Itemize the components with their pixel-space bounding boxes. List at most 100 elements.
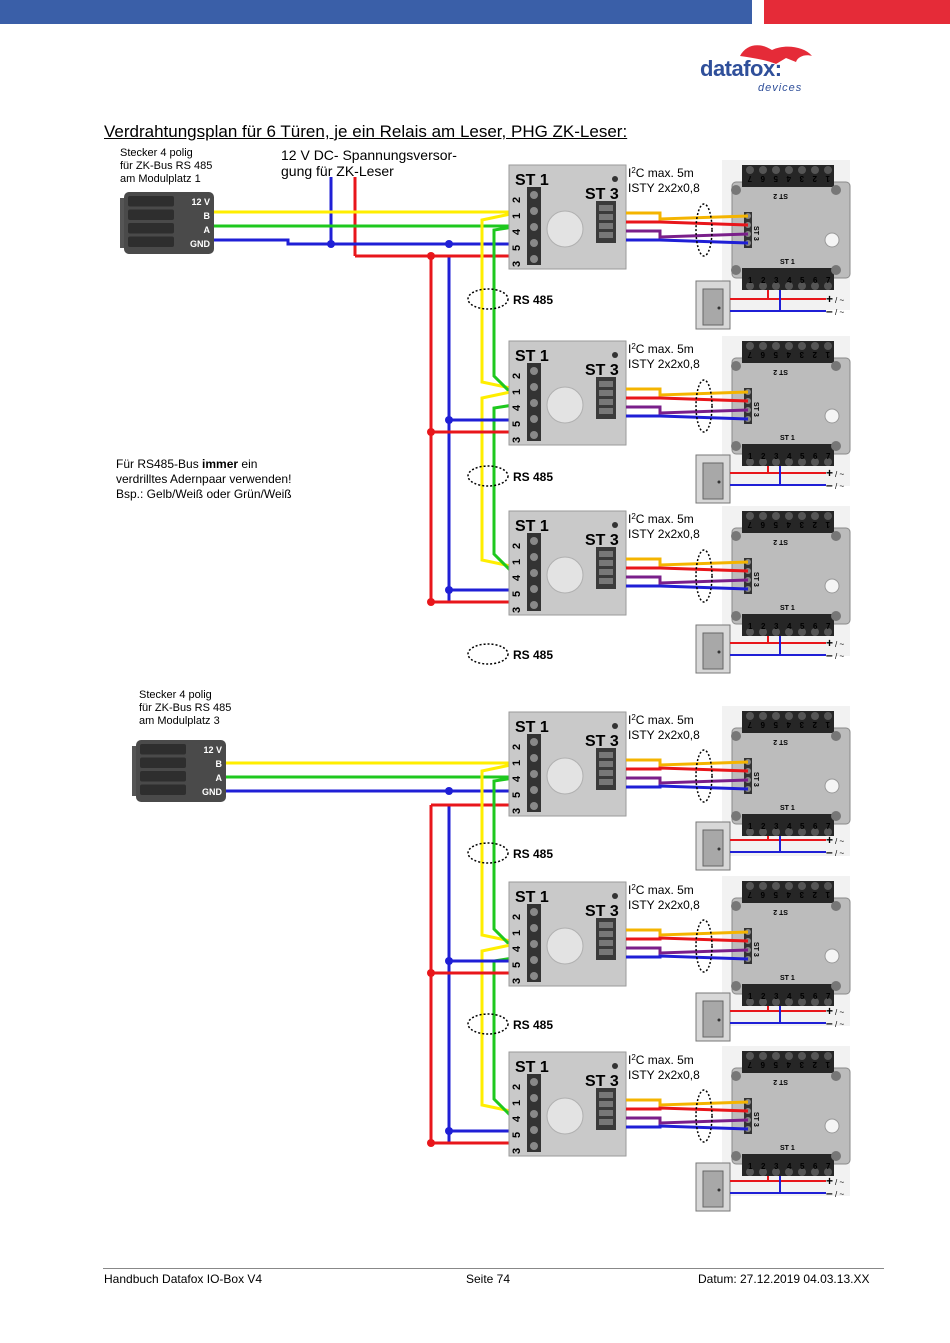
relay-module-1-pin-label: 2: [511, 197, 523, 203]
power-plus-1: +: [826, 292, 833, 306]
zk-reader-6-st3-block: [744, 1098, 752, 1134]
zk-reader-5-top-pin: 3: [799, 890, 804, 899]
relay-module-3-st3-terminal: [599, 578, 613, 584]
zk-reader-2-bottom-pin: 4: [787, 452, 792, 461]
zk-reader-5-bottom-pin: 5: [800, 992, 805, 1001]
zk-reader-4-top-pin: 6: [760, 720, 765, 729]
zk-reader-2-st3-label: ST 3: [752, 402, 759, 417]
zk-reader-3-screw: [731, 611, 741, 621]
zk-reader-2-bottom-pin: 2: [761, 452, 766, 461]
zk-reader-2-screw: [831, 361, 841, 371]
zk-reader-6-bottom-terminal: [772, 1168, 780, 1176]
zk-reader-2-top-terminal: [759, 342, 767, 350]
zk-reader-5-bottom-pin: 6: [813, 992, 818, 1001]
zk-reader-1-top-pin: 4: [786, 174, 791, 183]
zk-reader-6-bottom-pin: 6: [813, 1162, 818, 1171]
relay-module-5-st3-terminal: [599, 949, 613, 955]
relay-module-1-st1-label: ST 1: [515, 172, 549, 189]
zk-reader-2-top-pin: 6: [760, 350, 765, 359]
relay-module-1-st1-terminal: [530, 223, 538, 231]
zk-reader-5-top-pin: 2: [812, 890, 817, 899]
zk-reader-6-top-pin: 6: [760, 1060, 765, 1069]
relay-module-6-pin-label: 3: [511, 1148, 523, 1154]
rs485-twist-marker: [467, 288, 509, 310]
zk-reader-4-bottom-terminal: [759, 828, 767, 836]
module-5-tap-blue-dot: [445, 957, 453, 965]
zk-reader-3-hole: [824, 578, 840, 594]
zk-reader-5-top-pin: 5: [773, 890, 778, 899]
connector-modulplatz-1-pin-label: B: [204, 211, 211, 221]
door-2-panel: [702, 462, 724, 500]
relay-module-6-st1-terminal: [530, 1142, 538, 1150]
connector-modulplatz-3-cell: [140, 784, 186, 795]
page-title: Verdrahtungsplan für 6 Türen, je ein Rel…: [104, 122, 628, 141]
zk-reader-3-bottom-pin: 1: [748, 622, 753, 631]
zk-reader-2-hole: [824, 408, 840, 424]
zk-reader-3-bottom-terminal: [824, 628, 832, 636]
i2c-wire-4: [626, 758, 749, 767]
zk-reader-3-st2-label: ST 2: [773, 538, 788, 545]
power-minus-5: –: [826, 1016, 833, 1030]
zk-reader-3-top-terminal: [772, 512, 780, 520]
relay-module-5-pin-label: 5: [511, 962, 523, 968]
relay-module-5-st3-label: ST 3: [585, 903, 619, 920]
relay-module-5-st1-terminal: [530, 940, 538, 948]
logo-text: datafox:: [700, 56, 782, 81]
zk-reader-5-bottom-terminal: [811, 998, 819, 1006]
footer-left: Handbuch Datafox IO-Box V4: [104, 1272, 263, 1286]
zk-reader-3-top-pin: 2: [812, 520, 817, 529]
zk-reader-5-top-pin: 6: [760, 890, 765, 899]
rs485-label: RS 485: [513, 847, 553, 861]
relay-module-3-led: [612, 522, 618, 528]
zk-reader-3-top-pin: 3: [799, 520, 804, 529]
relay-module-5-knob: [546, 927, 584, 965]
relay-module-6-st1-terminal: [530, 1078, 538, 1086]
zk-reader-5-top-terminal: [772, 882, 780, 890]
zk-reader-2-top-terminal: [746, 342, 754, 350]
door-2-handle: [717, 480, 721, 484]
zk-reader-4-top-pin: 1: [825, 720, 830, 729]
zk-reader-3-top-pin: 6: [760, 520, 765, 529]
zk-reader-2-top-terminal: [772, 342, 780, 350]
relay-module-3-st1-terminal: [530, 569, 538, 577]
zk-reader-4-top-terminal: [824, 712, 832, 720]
i2c-wire-6: [626, 1106, 749, 1113]
i2c-wire-1: [626, 220, 749, 227]
relay-module-1-st3-terminal: [599, 232, 613, 238]
zk-reader-3-bottom-terminal: [785, 628, 793, 636]
zk-reader-6-top-terminal: [785, 1052, 793, 1060]
power-minus-suffix-3: / ~: [835, 652, 844, 661]
i2c-label-5: I2C max. 5m: [628, 883, 694, 898]
i2c-wire-3: [626, 566, 749, 573]
relay-module-5-pin-label: 4: [511, 945, 523, 952]
zk-reader-2-top-pin: 2: [812, 350, 817, 359]
zk-reader-4-st3-label: ST 3: [752, 772, 759, 787]
zk-reader-6-top-pin: 7: [747, 1060, 752, 1069]
i2c-wire-5: [626, 936, 749, 943]
relay-module-2-pin-label: 1: [511, 389, 523, 395]
relay-module-1-st3-terminal: [599, 205, 613, 211]
zk-reader-1-top-terminal: [746, 166, 754, 174]
power-plus-suffix-3: / ~: [835, 640, 844, 649]
zk-reader-4-bottom-terminal: [772, 828, 780, 836]
door-1-panel: [702, 288, 724, 326]
i2c-cable-label-1: ISTY 2x2x0,8: [628, 181, 700, 195]
zk-reader-6-top-terminal: [759, 1052, 767, 1060]
zk-reader-5-screw: [731, 981, 741, 991]
zk-reader-1-screw: [731, 185, 741, 195]
relay-module-3-st3-label: ST 3: [585, 532, 619, 549]
zk-reader-3-top-pin: 5: [773, 520, 778, 529]
i2c-wire-5: [626, 928, 749, 937]
zk-reader-2-top-terminal: [798, 342, 806, 350]
zk-reader-5-top-pin: 1: [825, 890, 830, 899]
zk-reader-6-bottom-terminal: [746, 1168, 754, 1176]
zk-reader-1-top-terminal: [811, 166, 819, 174]
power-plus-5: +: [826, 1004, 833, 1018]
door-4-panel: [702, 829, 724, 867]
relay-module-5-st3-terminal: [599, 931, 613, 937]
relay-module-2: [508, 340, 627, 446]
zk-reader-6-st1-label: ST 1: [780, 1145, 795, 1152]
zk-reader-4-bottom-pin: 5: [800, 822, 805, 831]
zk-reader-2-bottom-terminal: [798, 458, 806, 466]
i2c-label-4: I2C max. 5m: [628, 713, 694, 728]
